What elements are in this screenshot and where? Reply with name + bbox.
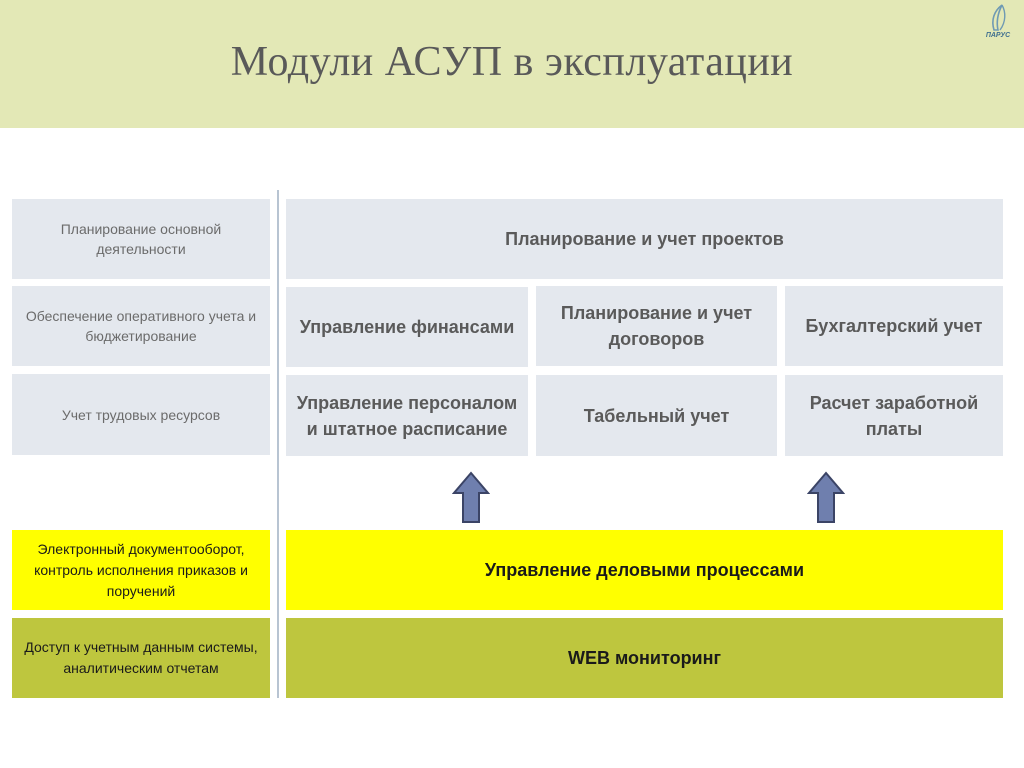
page-title: Модули АСУП в эксплуатации xyxy=(230,39,794,85)
module-web-monitoring: WEB мониторинг xyxy=(286,618,1003,698)
left-box-labor-label: Учет трудовых ресурсов xyxy=(61,406,221,423)
module-timesheet-label: Табельный учет xyxy=(583,405,730,426)
module-business-processes: Управление деловыми процессами xyxy=(286,530,1003,610)
left-box-data-access: Доступ к учетным данным системы, аналити… xyxy=(12,618,270,698)
sail-icon xyxy=(992,4,1006,31)
left-box-document-flow: Электронный документооборот, контроль ис… xyxy=(12,530,270,610)
left-box-labor: Учет трудовых ресурсов xyxy=(12,374,270,455)
left-box-planning-label: Планирование основной деятельности xyxy=(60,221,222,257)
header-band xyxy=(0,0,1024,128)
logo-text: ПАРУС xyxy=(985,32,1011,39)
module-payroll: Расчет заработной платы xyxy=(785,375,1003,456)
left-box-budgeting-label: Обеспечение оперативного учета и бюджети… xyxy=(25,308,257,344)
module-timesheet: Табельный учет xyxy=(536,375,777,456)
left-box-document-flow-label: Электронный документооборот, контроль ис… xyxy=(34,540,248,599)
module-web-monitoring-label: WEB мониторинг xyxy=(567,647,721,668)
module-projects: Планирование и учет проектов xyxy=(286,199,1003,279)
left-box-budgeting: Обеспечение оперативного учета и бюджети… xyxy=(12,286,270,366)
module-personnel: Управление персоналом и штатное расписан… xyxy=(286,375,528,456)
module-accounting-label: Бухгалтерский учет xyxy=(805,316,983,336)
module-business-processes-label: Управление деловыми процессами xyxy=(484,559,805,580)
module-finance-label: Управление финансами xyxy=(299,317,515,337)
module-accounting: Бухгалтерский учет xyxy=(785,286,1003,366)
up-arrow-icon xyxy=(452,471,490,523)
module-finance: Управление финансами xyxy=(286,287,528,367)
parus-logo: ПАРУС xyxy=(978,2,1018,42)
module-payroll-label: Расчет заработной платы xyxy=(809,392,979,439)
left-box-planning: Планирование основной деятельности xyxy=(12,199,270,279)
module-contracts-label: Планирование и учет договоров xyxy=(560,303,753,349)
module-contracts: Планирование и учет договоров xyxy=(536,286,777,366)
module-personnel-label: Управление персоналом и штатное расписан… xyxy=(296,392,518,439)
module-projects-label: Планирование и учет проектов xyxy=(505,229,784,249)
left-box-data-access-label: Доступ к учетным данным системы, аналити… xyxy=(24,639,258,676)
column-divider xyxy=(277,190,279,698)
up-arrow-icon xyxy=(807,471,845,523)
